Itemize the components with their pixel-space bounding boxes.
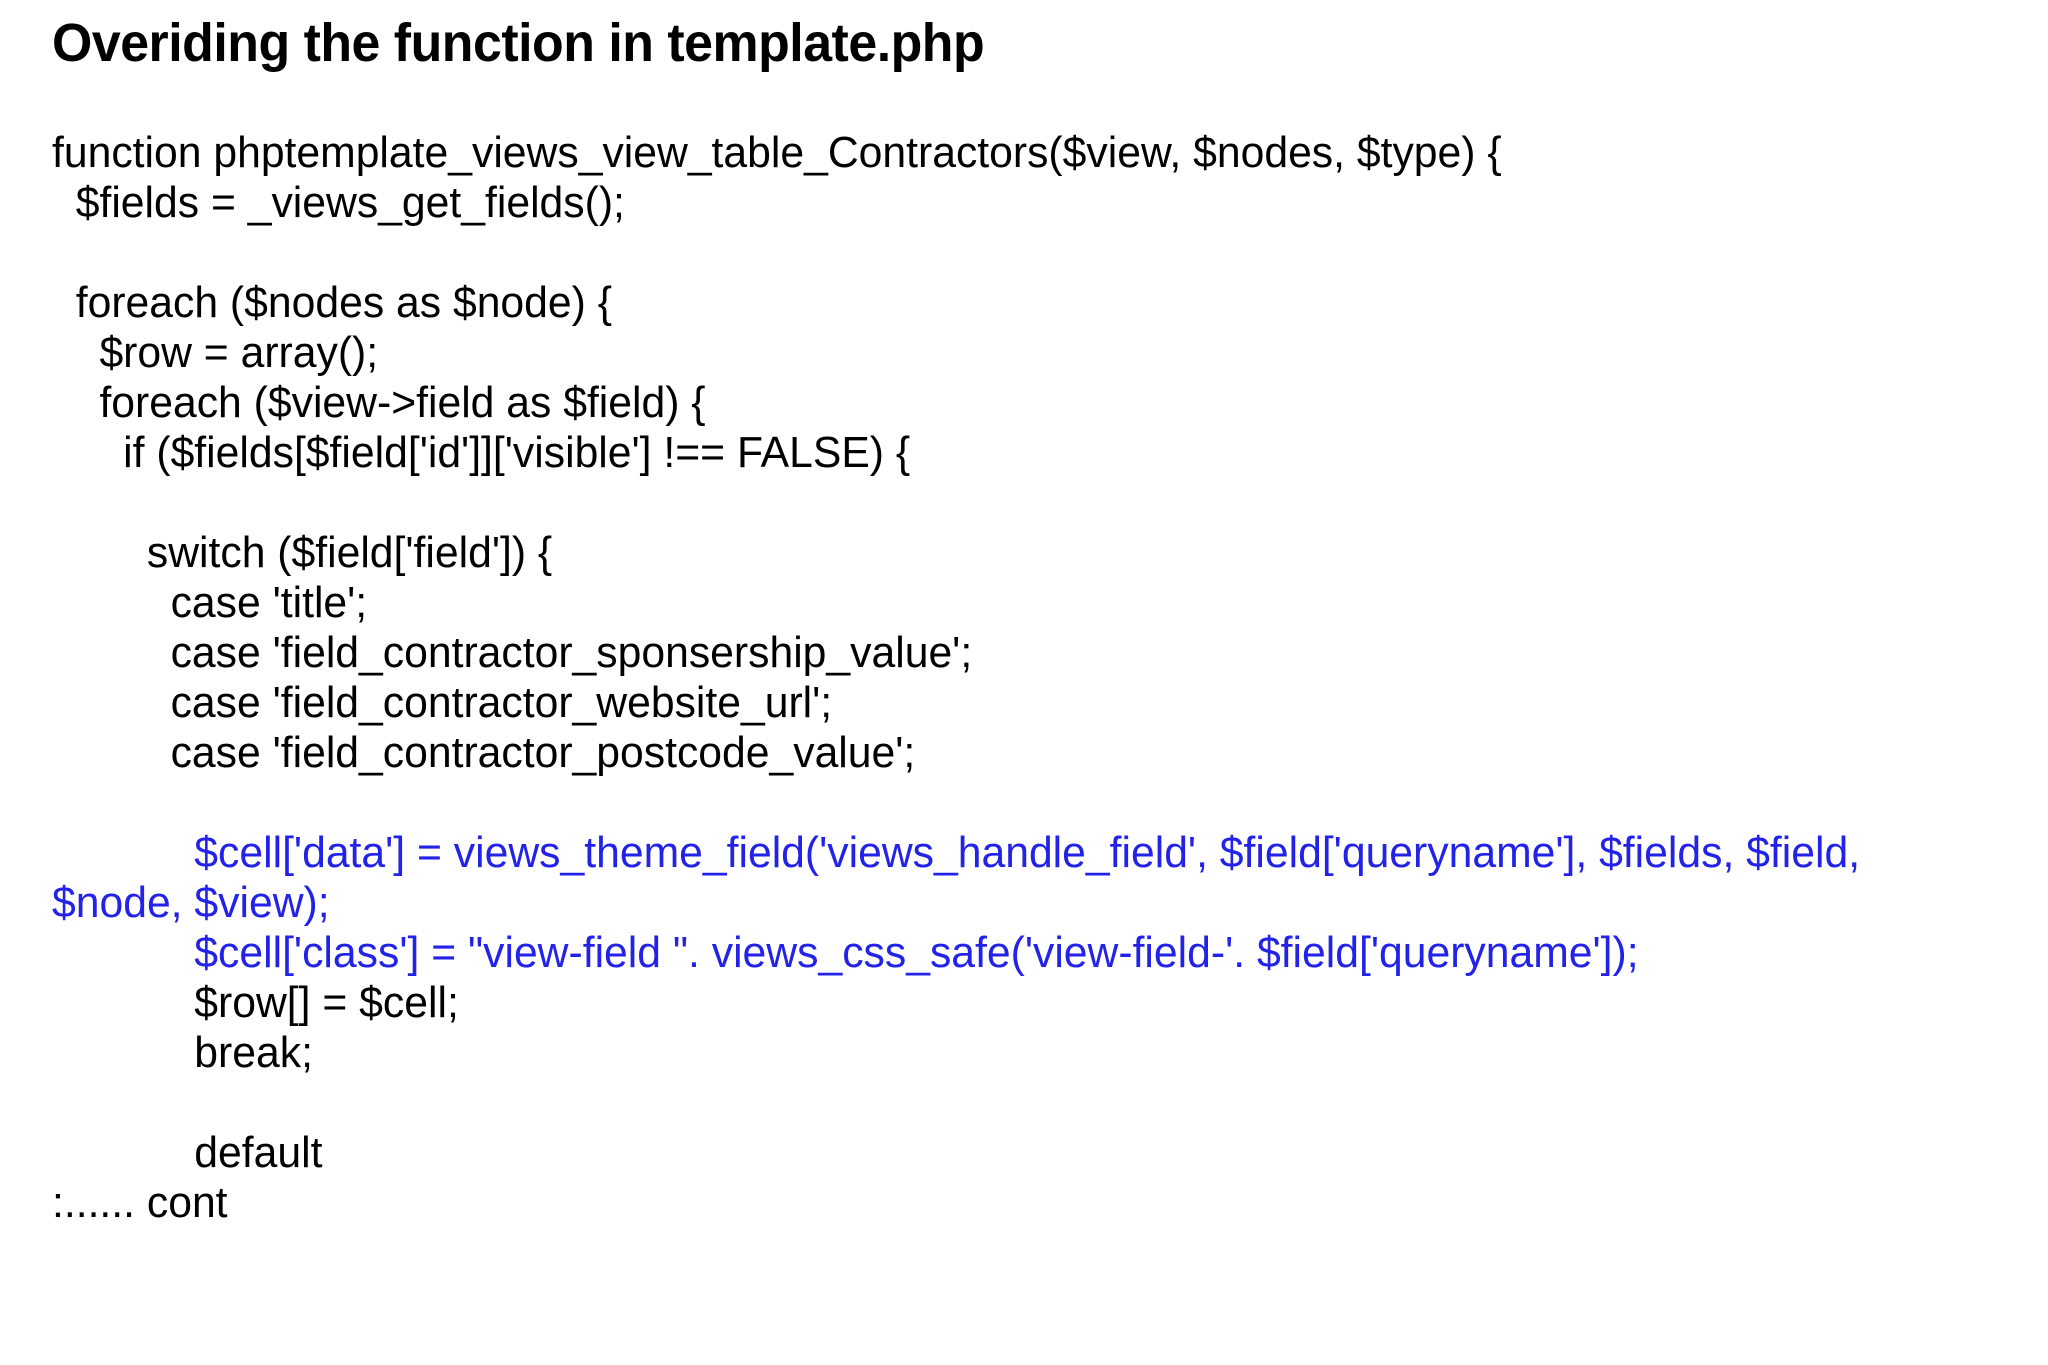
code-block: function phptemplate_views_view_table_Co… bbox=[52, 128, 1953, 1228]
code-line: case 'title'; bbox=[52, 578, 368, 627]
code-line: $row = array(); bbox=[52, 328, 379, 377]
code-line: break; bbox=[52, 1028, 313, 1077]
slide-title: Overiding the function in template.php bbox=[52, 13, 985, 73]
code-line: case 'field_contractor_postcode_value'; bbox=[52, 728, 916, 777]
code-line: foreach ($view->field as $field) { bbox=[52, 378, 706, 427]
code-line: $cell['class'] = "view-field ". views_cs… bbox=[52, 928, 1639, 977]
code-line: $fields = _views_get_fields(); bbox=[52, 178, 625, 227]
code-line: function phptemplate_views_view_table_Co… bbox=[52, 128, 1502, 177]
code-line: foreach ($nodes as $node) { bbox=[52, 278, 612, 327]
code-line: if ($fields[$field['id']]['visible'] !==… bbox=[52, 428, 911, 477]
code-line-blank bbox=[52, 1078, 1953, 1128]
code-line: case 'field_contractor_sponsership_value… bbox=[52, 628, 973, 677]
code-line: switch ($field['field']) { bbox=[52, 528, 553, 577]
code-line: case 'field_contractor_website_url'; bbox=[52, 678, 833, 727]
code-line-blank bbox=[52, 478, 1953, 528]
code-line-blank bbox=[52, 778, 1953, 828]
code-line: default bbox=[52, 1128, 323, 1177]
code-line: :...... cont bbox=[52, 1178, 228, 1227]
code-line-blank bbox=[52, 228, 1953, 278]
code-line: $row[] = $cell; bbox=[52, 978, 459, 1027]
code-line: $cell['data'] = views_theme_field('views… bbox=[52, 828, 1872, 927]
